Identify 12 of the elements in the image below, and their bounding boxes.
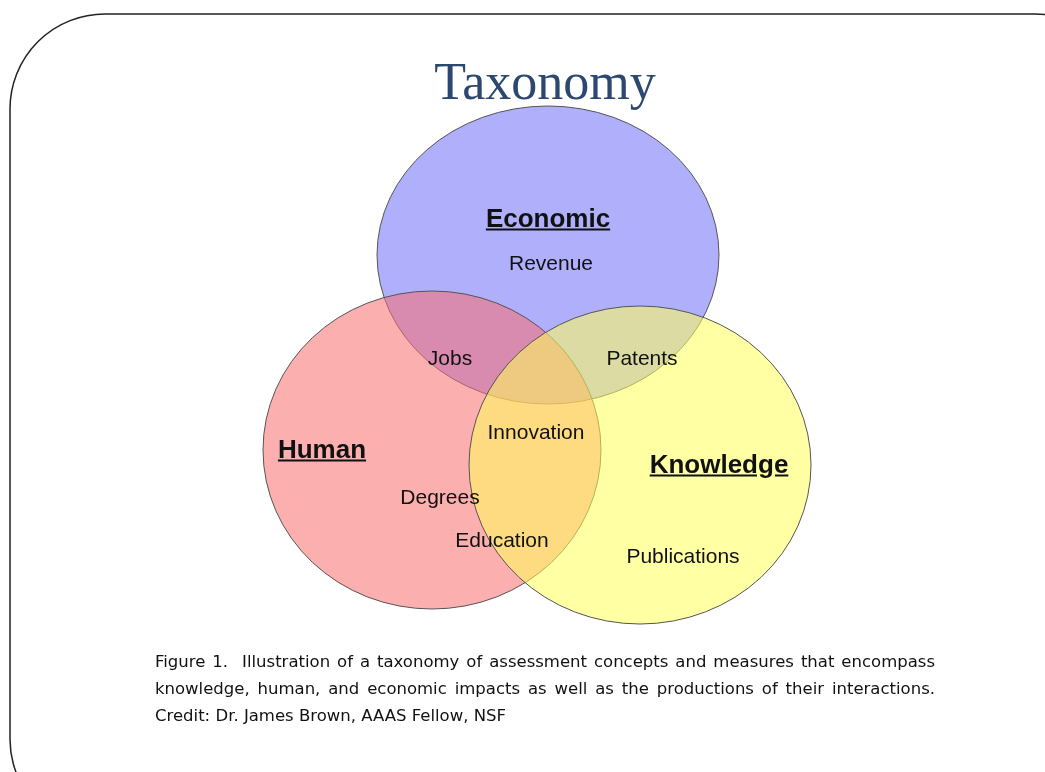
circle-label: Revenue — [508, 251, 594, 275]
circle-heading: Economic — [485, 202, 611, 234]
caption: Figure 1. Illustration of a taxonomy of assessment concepts and measures that encompass knowledge, human, and economic impacts as well as the productions of their interactions. Credit: Dr. James Brown, AAAS Fellow, NSF — [155, 651, 935, 727]
title: Taxonomy — [433, 52, 657, 111]
overlap-label: Innovation — [487, 420, 585, 444]
overlap-label: Jobs — [427, 346, 473, 370]
circle-heading: Human — [277, 433, 367, 465]
circle-label: Publications — [626, 544, 740, 568]
overlap-label: Patents — [606, 346, 678, 370]
overlap-label: Education — [455, 528, 549, 552]
circle-heading: Knowledge — [649, 448, 789, 480]
circle-label: Degrees — [400, 485, 480, 509]
